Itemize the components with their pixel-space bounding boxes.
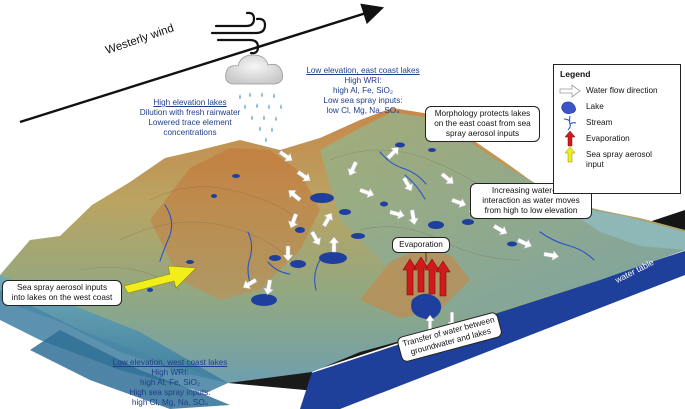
- east-coast-line: High WRI:: [344, 76, 382, 85]
- sea-spray-line: Sea spray aerosol inputs: [16, 283, 108, 292]
- evaporation-callout: Evaporation: [392, 237, 450, 253]
- sea-spray-callout: Sea spray aerosol inputs into lakes on t…: [2, 280, 122, 306]
- high-elevation-heading: High elevation lakes: [153, 98, 227, 107]
- sea-spray-arrow: [123, 265, 197, 294]
- red-arrow-icon: [564, 131, 576, 147]
- rain-cloud-icon: [225, 54, 284, 142]
- legend: Legend Water flow direction Lake Stream …: [553, 64, 681, 194]
- legend-item-stream: Stream: [558, 115, 678, 131]
- west-coast-line: High WRI:: [151, 368, 189, 377]
- evaporation-arrows: [402, 256, 451, 297]
- morphology-line: on the east coast from sea: [434, 119, 531, 128]
- westerly-wind-arrow: [19, 3, 385, 124]
- white-arrow-icon: [559, 84, 581, 98]
- legend-label: Lake: [586, 102, 604, 111]
- high-elevation-lakes-label: High elevation lakes Dilution with fresh…: [132, 98, 248, 138]
- morphology-line: Morphology protects lakes: [434, 109, 531, 118]
- legend-item-lake: Lake: [558, 99, 678, 115]
- wri-line: from high to low elevation: [484, 206, 578, 215]
- high-elevation-line: Dilution with fresh rainwater: [139, 108, 241, 117]
- legend-title: Legend: [560, 69, 591, 79]
- high-elevation-line: concentrations: [163, 128, 217, 137]
- stream-icon: [563, 115, 577, 131]
- east-coast-heading: Low elevation, east coast lakes: [306, 66, 420, 75]
- west-coast-line: high Cl, Mg, Na, SO₄: [131, 398, 209, 407]
- wri-line: interaction as water moves: [482, 196, 580, 205]
- legend-item-sea-spray: Sea spray aerosol input: [558, 147, 678, 173]
- west-coast-line: High sea spray inputs:: [129, 388, 211, 397]
- east-coast-line: Low sea spray inputs:: [323, 96, 403, 105]
- high-elevation-line: Lowered trace element: [148, 118, 232, 127]
- morphology-callout: Morphology protects lakes on the east co…: [425, 106, 540, 142]
- stream-network: [159, 151, 595, 291]
- sea-spray-line: into lakes on the west coast: [11, 293, 113, 302]
- east-coast-lakes-label: Low elevation, east coast lakes High WRI…: [298, 66, 428, 116]
- lake-icon: [561, 101, 576, 114]
- legend-label: Stream: [586, 118, 613, 127]
- west-coast-line: high Al, Fe, SiO₂: [139, 378, 201, 387]
- legend-label: Water flow direction: [586, 86, 658, 95]
- morphology-line: spray aerosol inputs: [445, 129, 520, 138]
- legend-label: Sea spray aerosol input: [586, 150, 652, 169]
- east-coast-line: high Al, Fe, SiO₂: [332, 86, 394, 95]
- west-coast-lakes-label: Low elevation, west coast lakes High WRI…: [100, 358, 240, 408]
- lakes: [147, 142, 517, 320]
- wri-line: Increasing water-rock: [491, 186, 571, 195]
- wind-gust-icon: [210, 11, 267, 55]
- legend-label: Evaporation: [586, 134, 630, 143]
- west-coast-heading: Low elevation, west coast lakes: [112, 358, 228, 367]
- legend-item-evaporation: Evaporation: [558, 131, 678, 147]
- east-coast-line: low Cl, Mg, Na, SO₄: [326, 106, 400, 115]
- legend-item-water-flow: Water flow direction: [558, 83, 678, 99]
- evaporation-text: Evaporation: [399, 240, 443, 249]
- yellow-arrow-icon: [564, 147, 576, 163]
